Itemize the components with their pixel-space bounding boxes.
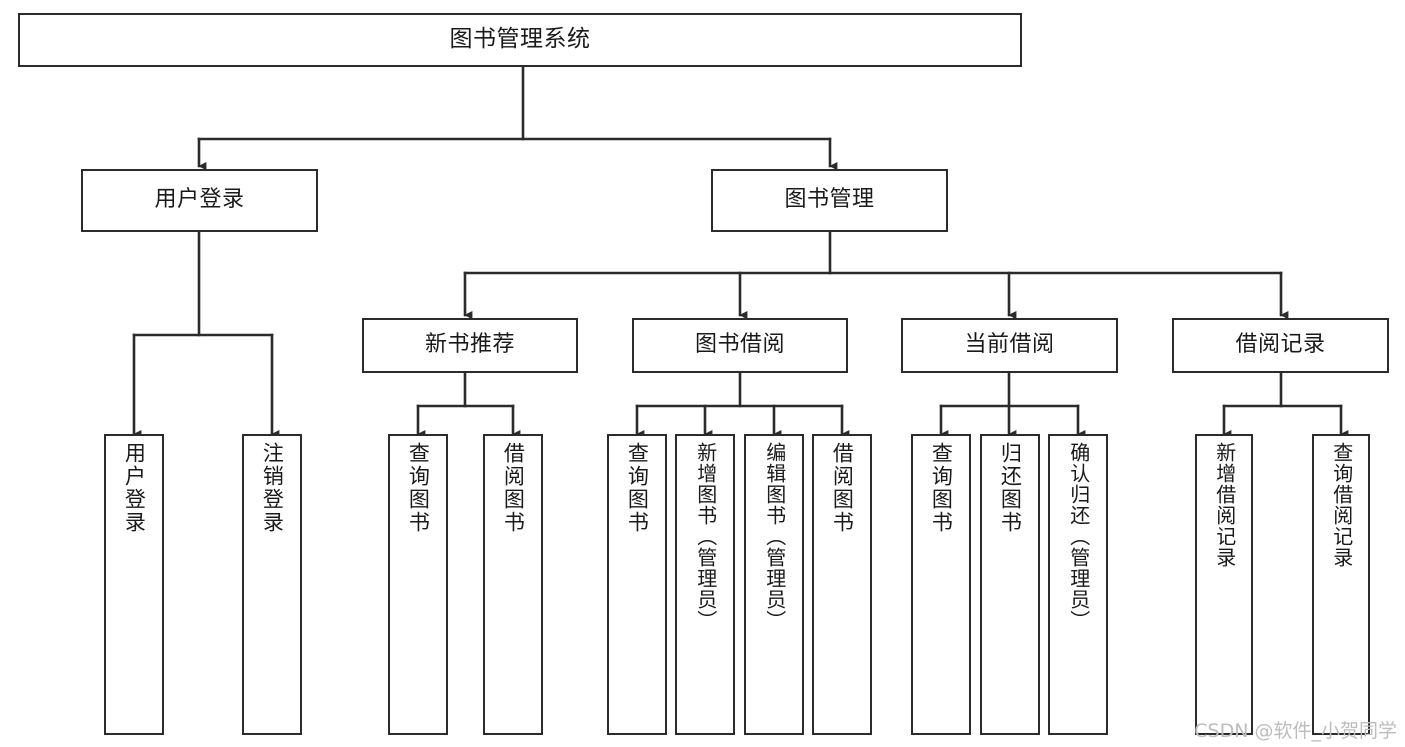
node-leaf-user-logout-label: 注销登录 xyxy=(260,442,285,534)
node-borrow-record-label: 借阅记录 xyxy=(1235,332,1326,358)
node-leaf-user-login[interactable]: 用户登录 xyxy=(104,434,164,735)
node-leaf-record-add[interactable]: 新增借阅记录 xyxy=(1195,434,1253,735)
node-book-borrow-label: 图书借阅 xyxy=(694,332,785,358)
node-book-manage[interactable]: 图书管理 xyxy=(711,169,948,232)
node-leaf-borrow-borrow-book[interactable]: 借阅图书 xyxy=(812,434,872,735)
node-leaf-rec-query-book-label: 查询图书 xyxy=(406,442,431,534)
node-leaf-record-query-label: 查询借阅记录 xyxy=(1329,442,1354,568)
node-leaf-record-add-label: 新增借阅记录 xyxy=(1212,442,1237,568)
node-leaf-rec-borrow-book[interactable]: 借阅图书 xyxy=(483,434,543,735)
node-leaf-borrow-add-book[interactable]: 新增图书（管理员） xyxy=(675,434,735,735)
node-leaf-current-return-book-label: 归还图书 xyxy=(998,442,1023,534)
node-leaf-user-logout[interactable]: 注销登录 xyxy=(242,434,302,735)
node-leaf-borrow-edit-book-label: 编辑图书（管理员） xyxy=(762,442,787,631)
node-leaf-record-query[interactable]: 查询借阅记录 xyxy=(1312,434,1370,735)
node-book-manage-label: 图书管理 xyxy=(784,187,875,213)
node-leaf-current-confirm-return-label: 确认归还（管理员） xyxy=(1066,442,1091,631)
node-user-login-label: 用户登录 xyxy=(154,187,245,213)
node-leaf-borrow-query-book-label: 查询图书 xyxy=(625,442,650,534)
node-root-label: 图书管理系统 xyxy=(449,26,591,53)
node-current-borrow[interactable]: 当前借阅 xyxy=(901,318,1118,373)
node-leaf-borrow-add-book-label: 新增图书（管理员） xyxy=(693,442,718,631)
node-new-book-recommend-label: 新书推荐 xyxy=(424,332,515,358)
node-root[interactable]: 图书管理系统 xyxy=(18,13,1022,67)
node-leaf-current-return-book[interactable]: 归还图书 xyxy=(980,434,1040,735)
node-leaf-borrow-edit-book[interactable]: 编辑图书（管理员） xyxy=(744,434,804,735)
node-user-login[interactable]: 用户登录 xyxy=(81,169,318,232)
node-leaf-borrow-borrow-book-label: 借阅图书 xyxy=(830,442,855,534)
node-book-borrow[interactable]: 图书借阅 xyxy=(632,318,848,373)
node-leaf-rec-query-book[interactable]: 查询图书 xyxy=(388,434,448,735)
node-leaf-user-login-label: 用户登录 xyxy=(122,442,147,534)
node-borrow-record[interactable]: 借阅记录 xyxy=(1172,318,1389,373)
node-leaf-current-query-book-label: 查询图书 xyxy=(929,442,954,534)
node-current-borrow-label: 当前借阅 xyxy=(964,332,1055,358)
node-leaf-current-query-book[interactable]: 查询图书 xyxy=(911,434,971,735)
node-new-book-recommend[interactable]: 新书推荐 xyxy=(362,318,578,373)
node-leaf-current-confirm-return[interactable]: 确认归还（管理员） xyxy=(1048,434,1108,735)
watermark-text: CSDN @软件_小贺同学 xyxy=(1194,720,1397,742)
node-leaf-rec-borrow-book-label: 借阅图书 xyxy=(501,442,526,534)
node-leaf-borrow-query-book[interactable]: 查询图书 xyxy=(607,434,667,735)
